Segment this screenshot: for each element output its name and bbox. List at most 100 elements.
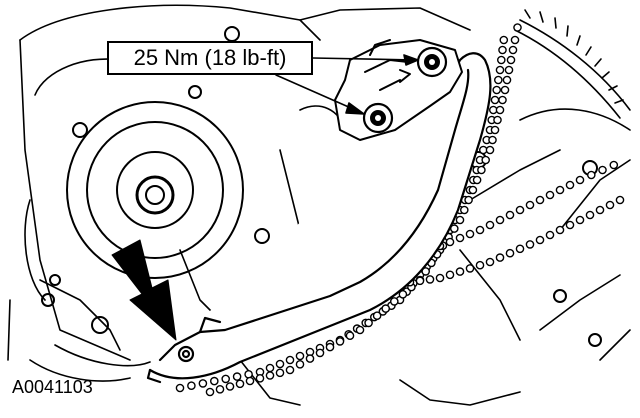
chain-link [496,55,506,65]
chain-link [245,376,255,386]
chain-link [481,155,491,165]
chain-link [502,75,512,85]
chain-link [493,75,503,85]
chain-link [505,248,515,258]
chain-link [498,95,507,105]
chain-link [504,65,514,75]
chain-link [455,233,465,243]
chain-link [459,205,469,215]
chain-link [472,175,482,185]
chain-link [364,318,373,328]
chain-link [498,45,507,55]
chain-link [555,185,565,195]
chain-link [495,105,505,115]
chain-link [490,125,500,135]
chain-link [495,215,505,225]
chain-link [455,215,465,225]
chain-link [565,180,575,190]
pulley [41,26,270,334]
chain-link [187,381,196,391]
chain-link [545,190,555,200]
chain-link [285,365,295,375]
chain-link [244,369,253,379]
lower-bolt-icon [362,102,394,134]
chain-link [575,215,585,225]
chain-link [508,45,518,55]
figure-id: A0041103 [12,377,93,397]
chain-link [513,23,522,32]
chain-link [305,354,315,363]
chain-link [465,264,475,273]
chain-link [525,200,535,210]
chain-link [381,304,391,313]
chain-link [175,383,185,393]
chain-link [605,200,615,210]
chain-link [415,276,425,286]
camshaft-gear [514,9,631,119]
chain-link [585,210,595,220]
chain-link [275,359,285,369]
chain-link [295,351,305,361]
chain-link [465,229,475,239]
chain-link [315,348,325,358]
chain-link [485,145,495,155]
chain-link [464,195,473,205]
chain-link [510,35,520,45]
chain-link [545,230,555,240]
chain-link [493,115,502,125]
chain-link [198,379,208,388]
chain-link [435,273,445,283]
chain-link [595,205,605,215]
chain-link [609,160,619,170]
chain-link [265,363,275,373]
chain-link [215,384,225,394]
chain-link [587,170,596,180]
chain-link [232,372,242,381]
chain-link [265,371,275,380]
chain-link [515,244,525,254]
chain-link [295,359,305,369]
chain-link [225,382,235,391]
chain-link [515,205,525,215]
chain-link [485,257,495,267]
chain-link [345,331,355,341]
chain-link [372,311,382,321]
chain-link [475,260,485,270]
chain-link [505,210,515,220]
chain-link [475,225,485,235]
chain-link [275,368,285,378]
chain-link [209,376,219,386]
chain-link [615,195,625,205]
chain-link [205,387,215,397]
chain-link [495,65,505,75]
chain-link [555,225,565,235]
chain-link [325,342,335,352]
torque-label: 25 Nm (18 lb-ft) [133,45,287,70]
chain-link [565,220,575,230]
chain-link [355,325,365,335]
chain-link [445,270,455,280]
torque-callout: 25 Nm (18 lb-ft) [107,41,313,75]
chain-link [598,165,607,175]
chain-link [235,379,245,389]
chain-link [477,165,486,175]
chain-link [335,337,345,346]
chain-link [485,220,495,230]
chain-link [499,35,509,45]
chain-link [575,175,585,185]
tensioner-arm [146,52,492,384]
chain-link [285,355,295,365]
chain-link [398,289,408,299]
leader-lines [275,54,419,115]
chain-link [221,374,230,384]
arrow-icon [111,239,177,341]
chain-link [255,373,265,383]
chain-link [535,195,545,205]
chain-link [492,85,502,95]
chain-link [389,297,399,306]
chain-link [495,253,505,262]
chain-link [468,185,478,195]
chain-link [445,237,455,247]
